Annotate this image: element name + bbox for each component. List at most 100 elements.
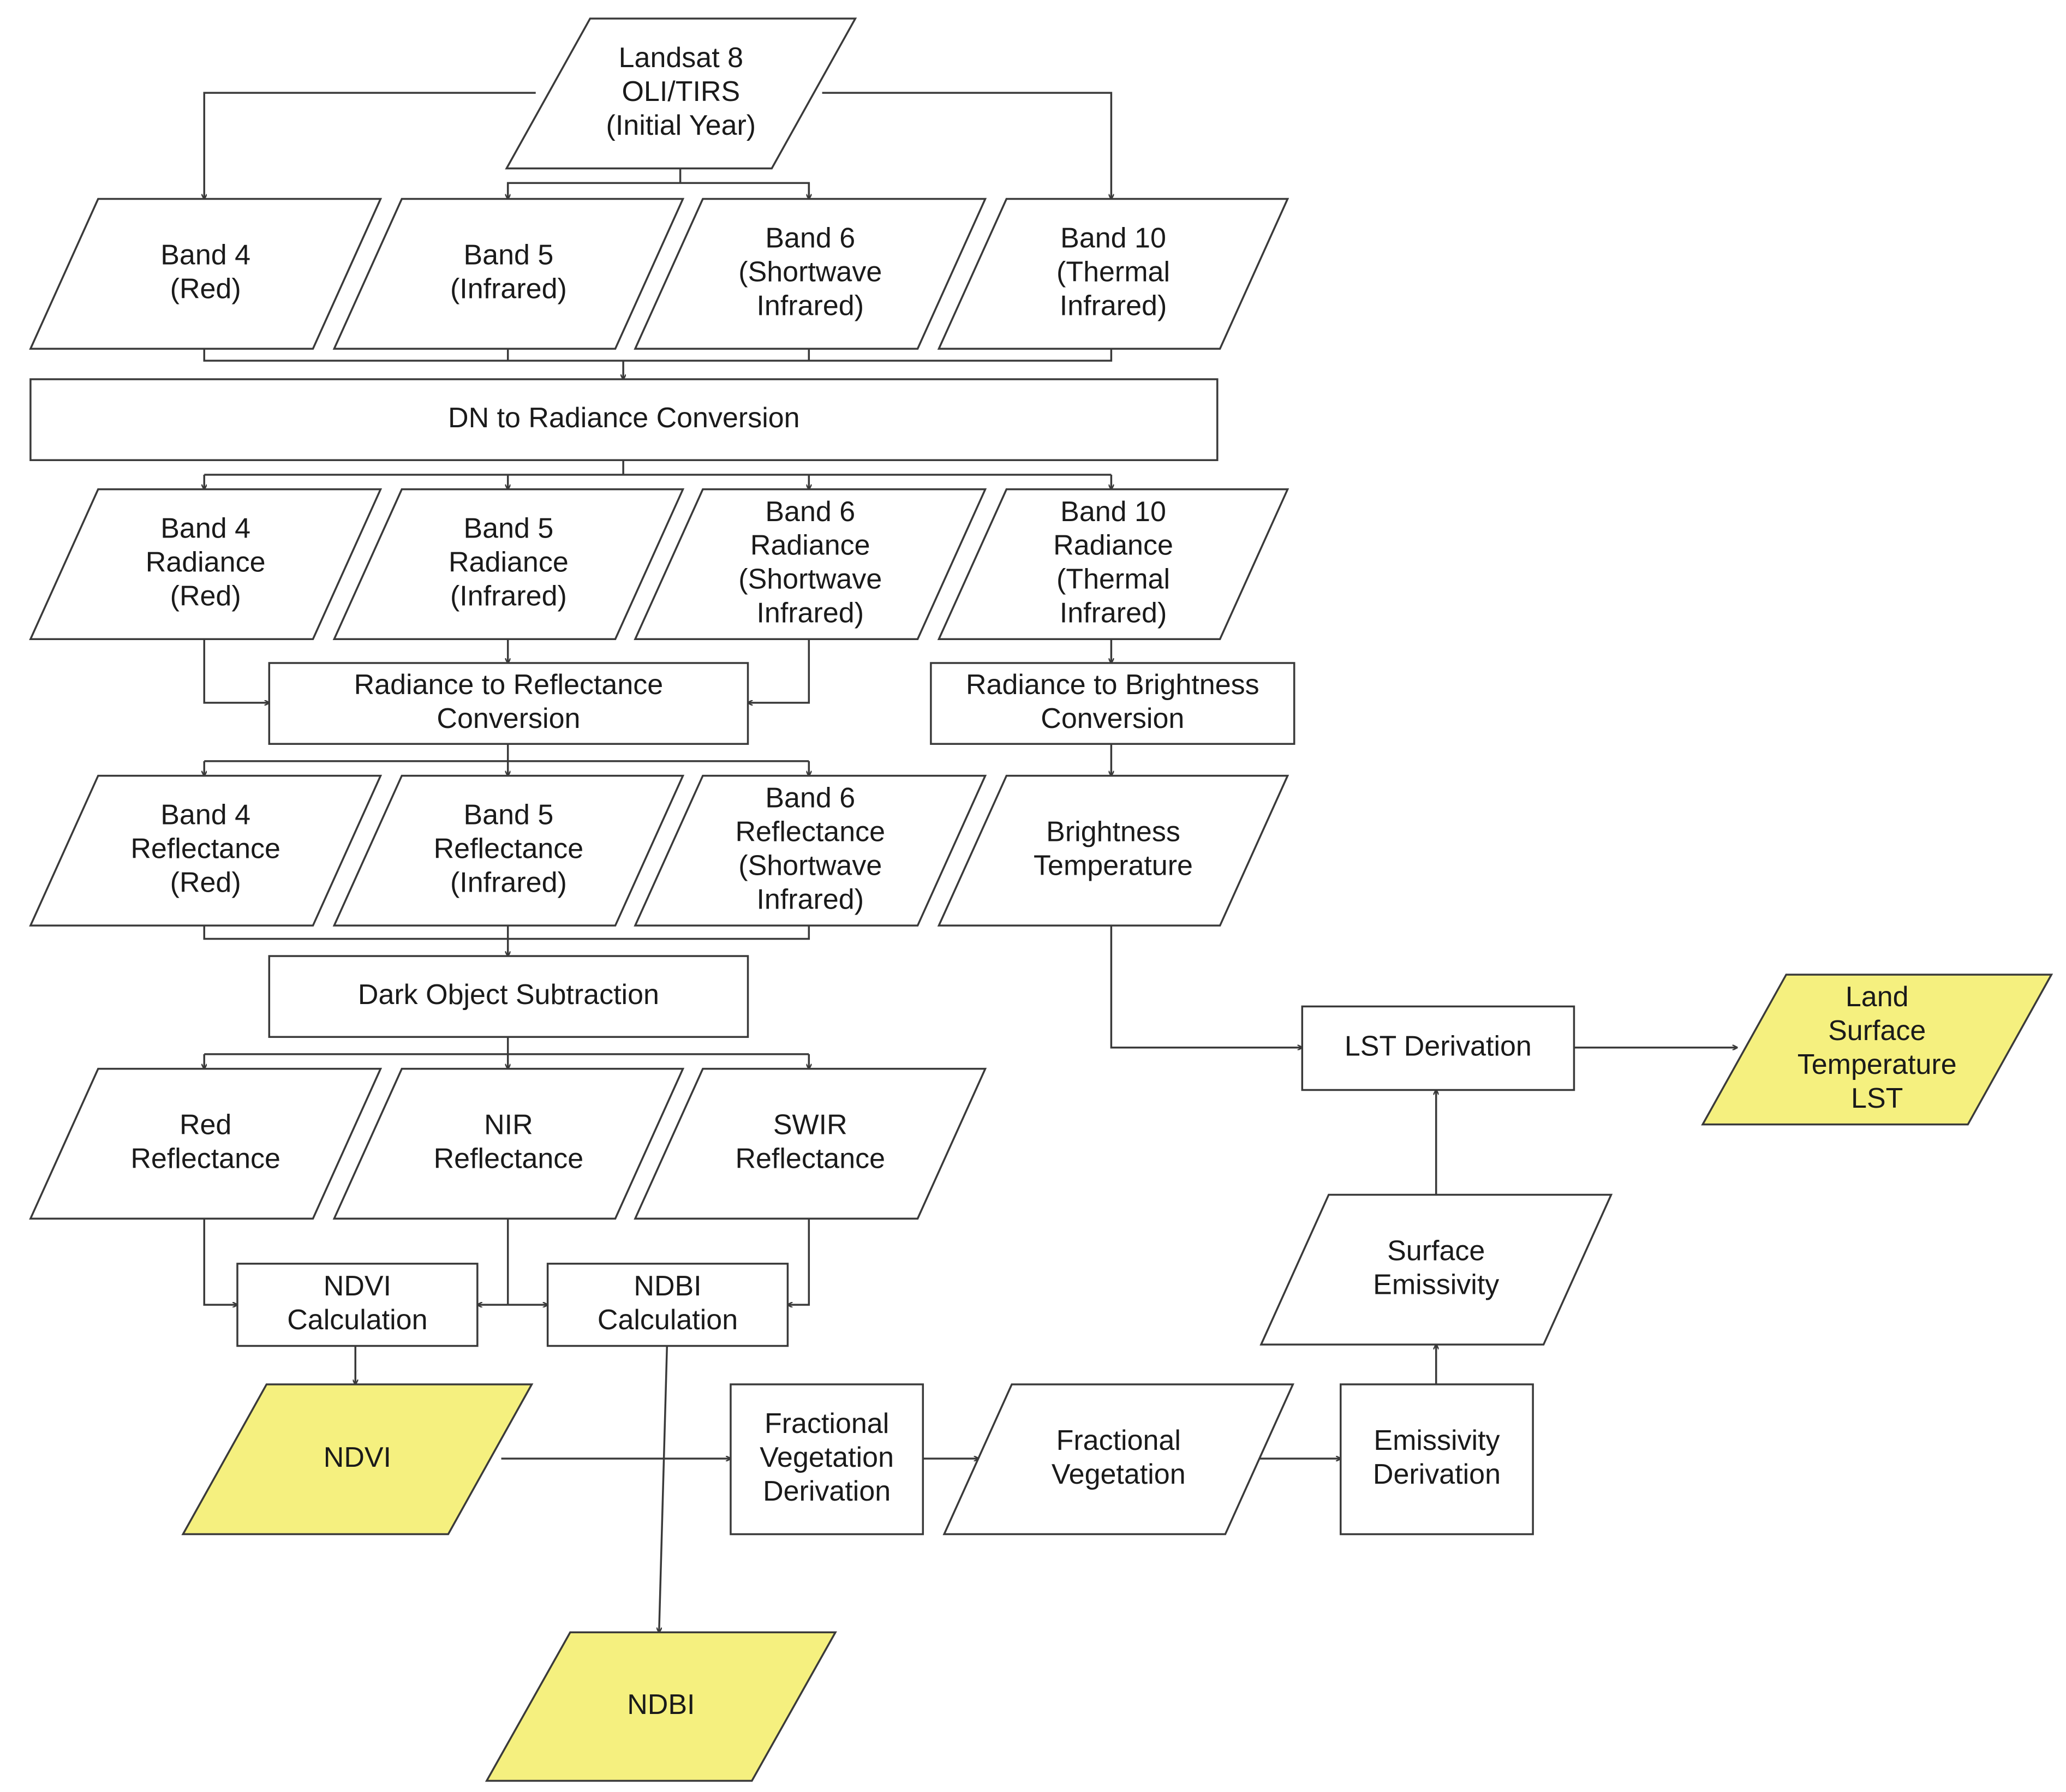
node-label: Reflectance	[735, 816, 885, 848]
node-label: DN to Radiance Conversion	[448, 402, 800, 434]
node-label: Band 5	[464, 799, 554, 831]
node-label: Band 10	[1060, 496, 1166, 528]
node-label: SWIR	[773, 1109, 847, 1141]
node-label: Infrared)	[1060, 598, 1167, 629]
node-dn: DN to Radiance Conversion	[29, 378, 1219, 461]
node-label: Radiance	[1053, 530, 1173, 562]
node-label: Brightness	[1046, 816, 1180, 848]
connector-arrow	[748, 639, 810, 703]
parallelogram-shape	[634, 1067, 987, 1220]
parallelogram-shape	[332, 488, 685, 641]
connector-line	[506, 182, 810, 199]
node-label: Band 10	[1060, 223, 1166, 254]
node-label: Conversion	[437, 703, 580, 734]
node-label: Reflectance	[130, 1143, 280, 1175]
node-label: (Red)	[170, 581, 241, 612]
parallelogram-shape	[634, 488, 987, 641]
parallelogram-shape	[634, 774, 987, 927]
node-label: (Shortwave	[738, 564, 882, 595]
node-label: Infrared)	[756, 598, 864, 629]
node-label: NIR	[484, 1109, 533, 1141]
node-label: (Infrared)	[450, 273, 567, 305]
node-label: Band 4	[160, 240, 250, 271]
parallelogram-shape	[1259, 1193, 1613, 1346]
node-label: Temperature	[1798, 1049, 1957, 1080]
rectangle-shape	[930, 662, 1295, 745]
parallelogram-shape	[505, 17, 857, 170]
parallelogram-shape	[485, 1631, 837, 1782]
node-label: Band 5	[464, 513, 554, 545]
parallelogram-shape	[942, 1383, 1294, 1536]
node-label: Infrared)	[1060, 290, 1167, 322]
parallelogram-shape	[181, 1383, 534, 1536]
node-label: Land	[1846, 981, 1909, 1013]
node-label: (Infrared)	[450, 867, 567, 899]
node-label: NDBI	[627, 1689, 695, 1721]
node-label: Reflectance	[434, 833, 584, 865]
parallelogram-shape	[332, 774, 685, 927]
node-label: Fractional	[765, 1408, 889, 1439]
node-label: Band 4	[160, 799, 250, 831]
node-label: Band 6	[765, 782, 855, 814]
node-ndbi: NDBI	[485, 1631, 837, 1782]
connector-arrow	[203, 639, 269, 703]
rectangle-shape	[268, 955, 749, 1038]
node-label: Derivation	[1373, 1459, 1501, 1490]
node-label: Calculation	[287, 1304, 427, 1336]
node-label: Radiance to Brightness	[966, 669, 1259, 701]
node-label: (Red)	[170, 867, 241, 899]
connector-arrow	[204, 92, 536, 199]
node-label: Reflectance	[735, 1143, 885, 1175]
node-lstd: LST Derivation	[1301, 1005, 1575, 1091]
node-label: NDVI	[324, 1442, 391, 1473]
node-label: Infrared)	[756, 884, 864, 916]
node-b5: Band 5(Infrared)	[332, 198, 685, 350]
rectangle-shape	[268, 662, 749, 745]
node-label: Radiance	[449, 547, 569, 578]
node-label: (Initial Year)	[606, 110, 756, 141]
node-label: NDVI	[324, 1270, 391, 1302]
parallelogram-shape	[1701, 973, 2053, 1126]
connector-arrow	[787, 1218, 810, 1305]
node-label: Derivation	[763, 1476, 891, 1507]
parallelogram-shape	[29, 488, 383, 641]
node-label: Radiance	[146, 547, 266, 578]
node-label: Red	[180, 1109, 231, 1141]
node-label: Emissivity	[1373, 1269, 1499, 1300]
parallelogram-shape	[937, 488, 1289, 641]
parallelogram-shape	[29, 198, 383, 350]
node-label: Temperature	[1034, 850, 1193, 882]
node-label: (Shortwave	[738, 256, 882, 288]
node-label: (Shortwave	[738, 850, 882, 882]
node-label: Fractional	[1056, 1425, 1181, 1456]
parallelogram-shape	[332, 198, 685, 350]
node-label: Band 5	[464, 240, 554, 271]
node-label: NDBI	[634, 1270, 701, 1302]
rectangle-shape	[1301, 1005, 1575, 1091]
node-ndvi: NDVI	[181, 1383, 534, 1536]
node-label: (Infrared)	[450, 581, 567, 612]
node-label: Band 6	[765, 496, 855, 528]
parallelogram-shape	[937, 198, 1289, 350]
rectangle-shape	[236, 1263, 479, 1347]
rectangle-shape	[730, 1383, 924, 1536]
